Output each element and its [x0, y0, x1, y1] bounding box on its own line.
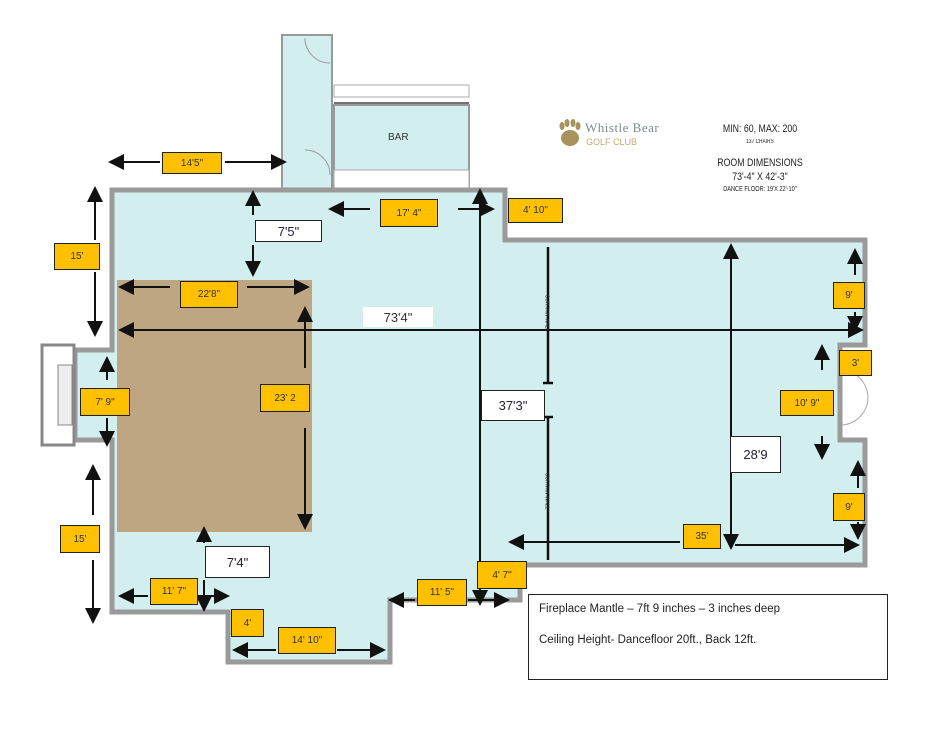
dim-top-gap: 7'5": [255, 220, 322, 242]
dim-left-lower: 15': [60, 525, 100, 553]
capacity: MIN: 60, MAX: 200: [722, 123, 798, 135]
curtain-wall-label: CURTAIN WALL: [543, 472, 550, 510]
dim-bay-width: 14' 10": [278, 627, 336, 654]
dim-fireplace: 7' 9": [80, 388, 130, 416]
dim-bay-depth: 4': [231, 609, 264, 637]
dim-right-depth: 28'9: [730, 436, 781, 473]
dim-dance-length: 23' 2: [260, 384, 310, 412]
dim-left-upper: 15': [54, 243, 100, 270]
dim-bottom-left: 11' 7": [150, 578, 198, 605]
dim-mid-depth: 37'3": [481, 390, 545, 421]
dim-dance-width: 22'8": [180, 281, 238, 308]
bar-label: BAR: [388, 132, 409, 143]
dim-right-upper: 9': [833, 282, 865, 309]
dim-room-length: 73'4": [363, 307, 433, 327]
dim-bar-width: 17' 4": [380, 199, 438, 227]
room-dimensions-title: ROOM DIMENSIONS: [717, 157, 803, 169]
dim-step: 4' 10": [508, 198, 563, 223]
dim-right-width: 35': [683, 524, 721, 549]
curtain-wall-label: CURTAIN WALL: [543, 294, 550, 332]
dim-bottom-right: 11' 5": [417, 579, 467, 606]
logo-sub: GOLF CLUB: [586, 137, 638, 147]
dim-right-lower: 9': [833, 493, 865, 521]
chairs: 137 CHAIRS: [746, 139, 774, 145]
corridor: [281, 34, 333, 196]
dimension-arrows: [85, 154, 866, 658]
notes-box: Fireplace Mantle – 7ft 9 inches – 3 inch…: [528, 594, 888, 680]
dim-top-left-wall: 14'5": [162, 152, 222, 174]
dim-door-width: 10' 9": [780, 390, 834, 416]
dance-floor-dimensions: DANCE FLOOR: 19'X 22'-10": [723, 186, 797, 193]
note-fireplace: Fireplace Mantle – 7ft 9 inches – 3 inch…: [539, 603, 781, 615]
dim-door-jamb: 3': [839, 350, 872, 376]
note-ceiling: Ceiling Height- Dancefloor 20ft., Back 1…: [539, 634, 757, 646]
dim-bottom-step: 4' 7": [477, 561, 527, 589]
dim-bottom-gap: 7'4": [205, 546, 270, 578]
room-dimensions: 73'-4" X 42'-3": [732, 171, 788, 183]
logo-name: Whistle Bear: [585, 120, 660, 135]
bear-paw-logo-icon: [559, 119, 581, 146]
